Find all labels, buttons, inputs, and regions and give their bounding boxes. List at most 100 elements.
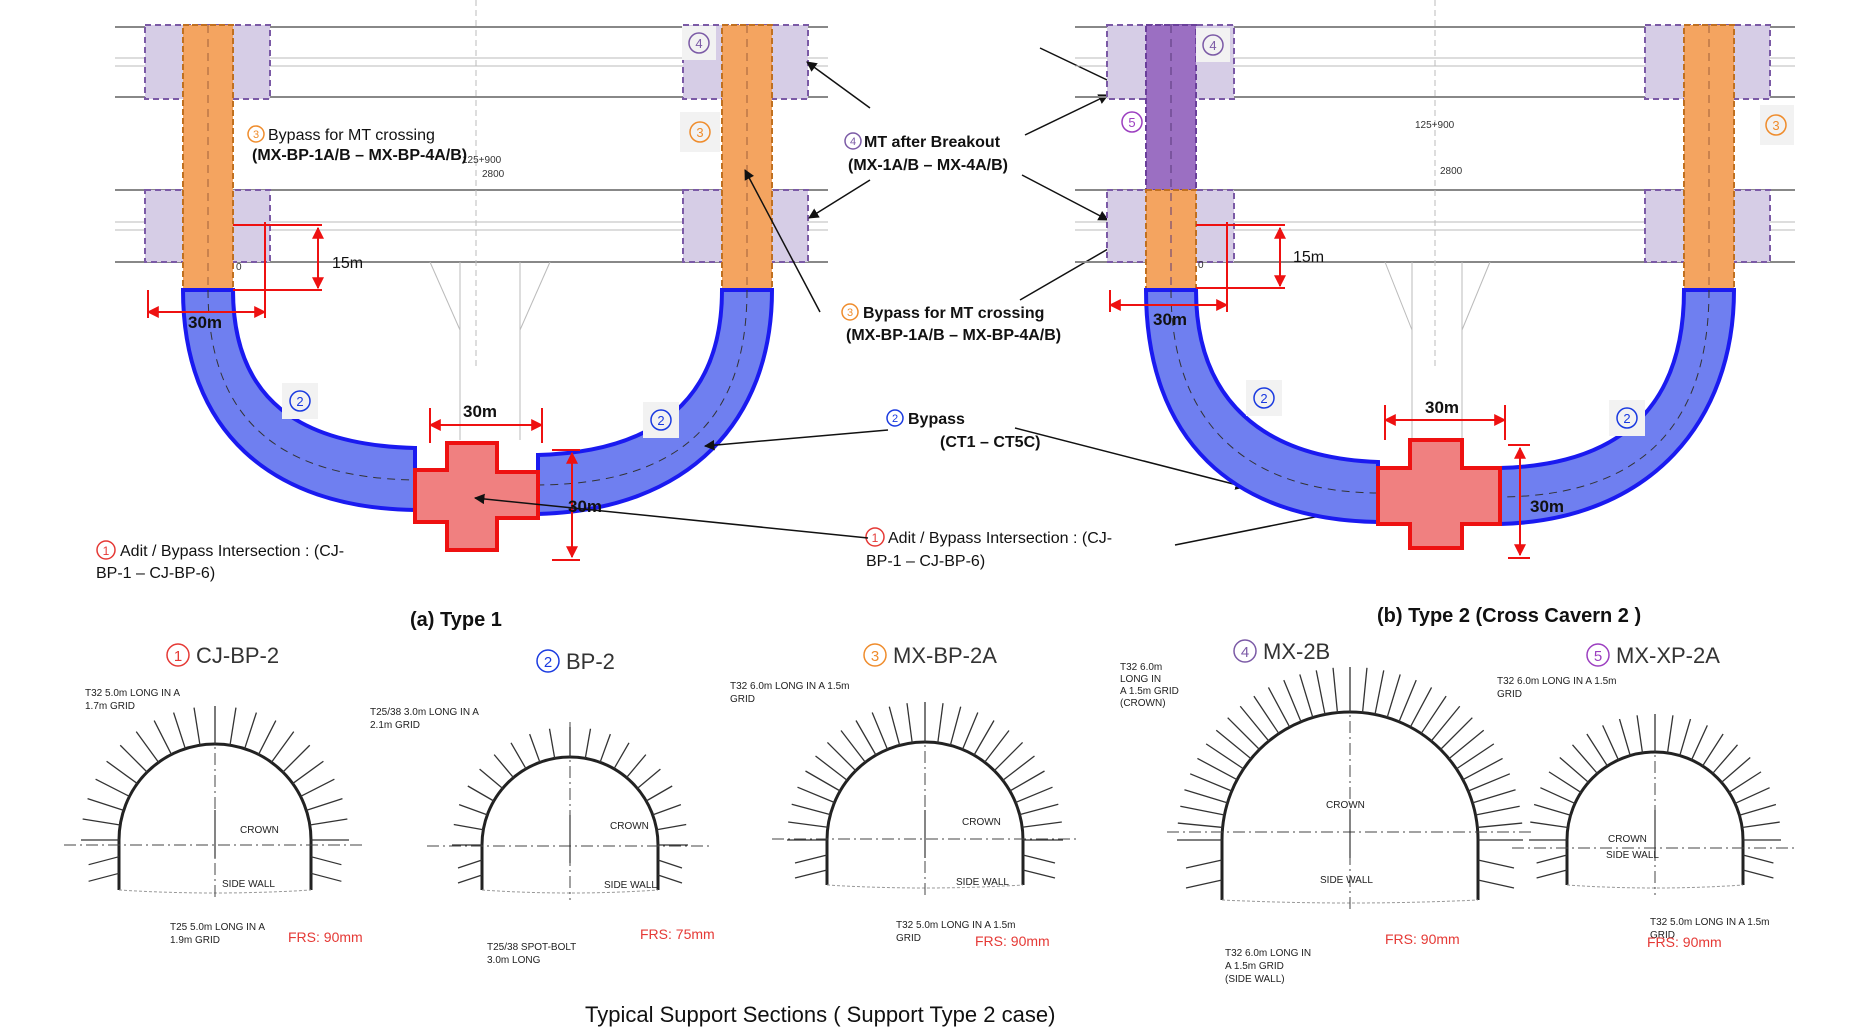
sec1-side-wall: SIDE WALL (222, 879, 275, 890)
section-title-1: 1 CJ-BP-2 (166, 643, 279, 668)
svg-text:4: 4 (1241, 644, 1249, 661)
sec2-note-bot-2: 3.0m LONG (487, 955, 541, 966)
tick-a: 0 (236, 262, 242, 273)
svg-text:2: 2 (1260, 391, 1267, 406)
section-title-4: 4 MX-2B (1233, 639, 1330, 664)
chainage-b: 125+900 (1415, 120, 1455, 131)
intersection-a (413, 441, 540, 552)
marker-5-b: 5 (1121, 111, 1143, 133)
sec2-note-top-1: T25/38 3.0m LONG IN A (370, 707, 479, 718)
sec5-crown: CROWN (1608, 834, 1647, 845)
sec3-crown: CROWN (962, 817, 1001, 828)
sec4-note-bot-1: T32 6.0m LONG IN (1225, 948, 1311, 959)
svg-text:3: 3 (253, 129, 259, 141)
sec3-frs: FRS: 90mm (975, 933, 1050, 949)
caption-type-2: (b) Type 2 (Cross Cavern 2 ) (1377, 605, 1641, 627)
svg-text:4: 4 (1209, 38, 1216, 53)
marker-3-a: 3 (680, 112, 720, 152)
type-b-plan: 15m 30m 30m 30m 125+900 2800 0 4 5 3 2 (1075, 0, 1795, 627)
svg-text:2: 2 (657, 413, 664, 428)
sec4-note-top-1: T32 6.0m (1120, 662, 1162, 673)
svg-text:(MX-1A/B – MX-4A/B): (MX-1A/B – MX-4A/B) (848, 157, 1008, 174)
callout-bypass: 2 Bypass (CT1 – CT5C) (886, 409, 1040, 451)
sec5-frs: FRS: 90mm (1647, 934, 1722, 950)
sec4-crown: CROWN (1326, 800, 1365, 811)
sec4-note-top-3: A 1.5m GRID (1120, 686, 1179, 697)
caption-type-1: (a) Type 1 (410, 609, 502, 631)
marker-4-b: 4 (1196, 28, 1230, 62)
marker-2-a-left: 2 (282, 383, 318, 419)
svg-text:Adit / Bypass Intersection :: Adit / Bypass Intersection : (CJ- (120, 543, 344, 560)
dim-30m-right-b: 30m (1530, 497, 1564, 516)
sec5-note-top-2: GRID (1497, 689, 1522, 700)
sec3-note-top-1: T32 6.0m LONG IN A 1.5m (730, 681, 850, 692)
orange-bypass-a (182, 24, 773, 291)
marker-2-a-right: 2 (643, 402, 679, 438)
sec5-note-bot-1: T32 5.0m LONG IN A 1.5m (1650, 917, 1770, 928)
dims-b (1108, 222, 1530, 559)
svg-text:BP-1 – CJ-BP-6): BP-1 – CJ-BP-6) (866, 553, 985, 570)
svg-text:Bypass: Bypass (908, 411, 965, 428)
dims-a (146, 222, 580, 561)
sec4-side-wall: SIDE WALL (1320, 875, 1373, 886)
svg-text:MX-XP-2A: MX-XP-2A (1616, 643, 1720, 668)
sec3-note-bot-2: GRID (896, 933, 921, 944)
marker-4-a: 4 (682, 26, 716, 60)
elevation-a: 2800 (482, 169, 505, 180)
label-bypass-mt-a: 3 Bypass for MT crossing (MX-BP-1A/B – M… (247, 125, 467, 164)
shafts-b (1145, 24, 1735, 291)
section-title-5: 5 MX-XP-2A (1586, 643, 1720, 668)
intersection-b (1376, 438, 1502, 550)
svg-text:BP-2: BP-2 (566, 649, 615, 674)
svg-text:1: 1 (174, 648, 182, 665)
svg-text:MX-2B: MX-2B (1263, 639, 1330, 664)
svg-text:(MX-BP-1A/B – MX-BP-4A/B): (MX-BP-1A/B – MX-BP-4A/B) (846, 327, 1061, 344)
marker-2-b-right: 2 (1609, 400, 1645, 436)
footer-caption: Typical Support Sections ( Support Type … (585, 1002, 1055, 1027)
section-title-2: 2 BP-2 (536, 649, 615, 674)
svg-text:3: 3 (847, 307, 853, 319)
svg-text:5: 5 (1128, 115, 1135, 130)
svg-text:3: 3 (696, 125, 703, 140)
dim-30m-top-b: 30m (1425, 398, 1459, 417)
tick-b: 0 (1198, 260, 1204, 271)
sec4-note-top-2: LONG IN (1120, 674, 1161, 685)
cross-section-1 (64, 706, 366, 900)
svg-text:MX-BP-2A: MX-BP-2A (893, 643, 997, 668)
svg-text:CJ-BP-2: CJ-BP-2 (196, 643, 279, 668)
cross-section-3 (772, 702, 1078, 895)
sec1-note-top-2: 1.7m GRID (85, 701, 135, 712)
sec5-note-bot-2: GRID (1650, 930, 1675, 941)
marker-2-b-left: 2 (1246, 380, 1282, 416)
sec3-note-top-2: GRID (730, 694, 755, 705)
sec2-note-top-2: 2.1m GRID (370, 720, 420, 731)
svg-text:1: 1 (872, 531, 879, 545)
support-sections (64, 667, 1798, 910)
svg-text:2: 2 (892, 413, 898, 425)
callout-bypass-mt: 3 Bypass for MT crossing (MX-BP-1A/B – M… (841, 303, 1061, 344)
section-notes: T32 5.0m LONG IN A 1.7m GRID CROWN SIDE … (85, 662, 1770, 985)
sec1-note-bot-2: 1.9m GRID (170, 935, 220, 946)
center-callouts: 4 MT after Breakout (MX-1A/B – MX-4A/B) … (473, 47, 1462, 570)
sec4-frs: FRS: 90mm (1385, 931, 1460, 947)
cross-section-4 (1167, 667, 1533, 910)
svg-text:1: 1 (103, 544, 110, 558)
svg-text:2: 2 (544, 654, 552, 671)
callout-mt-breakout: 4 MT after Breakout (MX-1A/B – MX-4A/B) (844, 132, 1008, 174)
callout-adit: 1 Adit / Bypass Intersection : (CJ- BP-1… (865, 527, 1112, 570)
svg-text:2: 2 (1623, 411, 1630, 426)
sec2-note-bot-1: T25/38 SPOT-BOLT (487, 942, 576, 953)
sec2-frs: FRS: 75mm (640, 926, 715, 942)
svg-text:Bypass for MT crossing: Bypass for MT crossing (268, 127, 435, 144)
dim-30m-left-a: 30m (188, 313, 222, 332)
svg-text:(CT1 – CT5C): (CT1 – CT5C) (940, 434, 1040, 451)
sec5-note-top-1: T32 6.0m LONG IN A 1.5m (1497, 676, 1617, 687)
svg-text:BP-1 – CJ-BP-6): BP-1 – CJ-BP-6) (96, 565, 215, 582)
svg-text:4: 4 (695, 36, 702, 51)
section-title-3: 3 MX-BP-2A (863, 643, 997, 668)
svg-text:4: 4 (850, 136, 856, 148)
svg-text:5: 5 (1594, 648, 1602, 665)
dim-15m-a: 15m (332, 255, 363, 272)
sec2-crown: CROWN (610, 821, 649, 832)
